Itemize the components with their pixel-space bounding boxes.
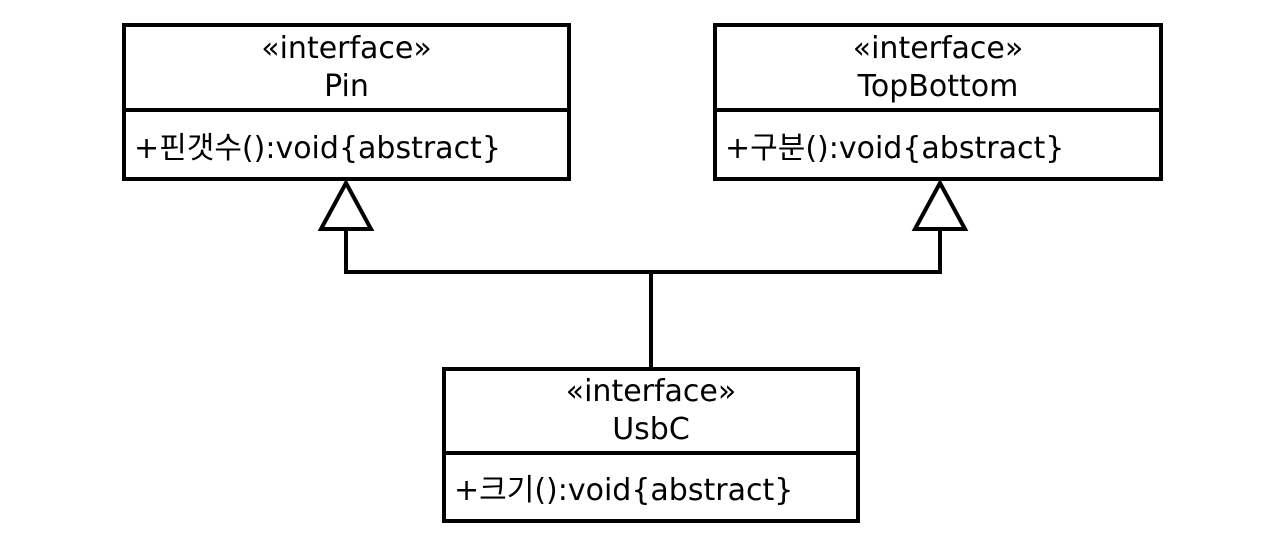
topbottom-method-label: +구분():void{abstract}: [725, 130, 1065, 166]
topbottom-stereotype-label: «interface»: [852, 30, 1024, 66]
class-box-topbottom: «interface» TopBottom +구분():void{abstrac…: [713, 23, 1163, 181]
usbc-method-label: +크기():void{abstract}: [454, 473, 794, 508]
usbc-name-label: UsbC: [612, 412, 690, 447]
usbc-method-compartment: +크기():void{abstract}: [446, 455, 856, 519]
topbottom-name-label: TopBottom: [857, 68, 1019, 104]
generalization-arrowhead-pin-icon: [317, 178, 375, 231]
pin-name-label: Pin: [324, 68, 369, 104]
topbottom-method-compartment: +구분():void{abstract}: [717, 112, 1159, 177]
class-box-usbc: «interface» UsbC +크기():void{abstract}: [442, 367, 860, 523]
pin-method-label: +핀갯수():void{abstract}: [134, 130, 501, 166]
topbottom-title-compartment: «interface» TopBottom: [717, 27, 1159, 112]
generalization-arrowhead-topbottom-icon: [911, 178, 969, 231]
usbc-stereotype-label: «interface»: [565, 374, 737, 409]
pin-method-compartment: +핀갯수():void{abstract}: [126, 112, 567, 177]
usbc-title-compartment: «interface» UsbC: [446, 371, 856, 455]
pin-stereotype-label: «interface»: [261, 30, 432, 66]
pin-title-compartment: «interface» Pin: [126, 27, 567, 112]
class-box-pin: «interface» Pin +핀갯수():void{abstract}: [122, 23, 571, 181]
